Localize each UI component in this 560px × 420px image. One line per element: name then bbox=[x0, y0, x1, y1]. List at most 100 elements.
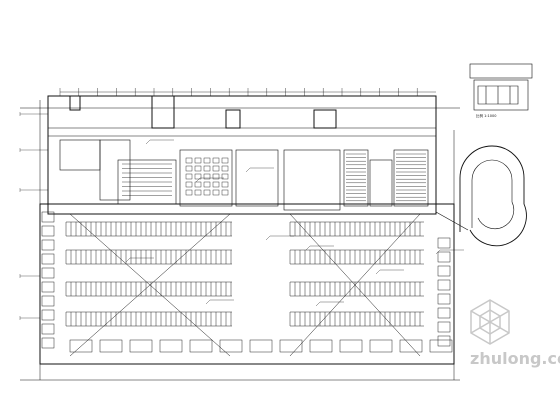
label-leader bbox=[305, 245, 311, 251]
perimeter-stall bbox=[189, 339, 213, 353]
seat-block bbox=[203, 157, 211, 164]
seat-block bbox=[212, 189, 220, 196]
seat-block bbox=[221, 189, 229, 196]
seat-block bbox=[185, 165, 193, 172]
office-block-outline bbox=[47, 95, 437, 215]
perimeter-stall bbox=[249, 339, 273, 353]
label-leader bbox=[435, 249, 441, 255]
seat-block bbox=[185, 189, 193, 196]
seat-block bbox=[212, 173, 220, 180]
watermark: zhulong.com bbox=[470, 299, 560, 368]
ramp-outer bbox=[459, 145, 527, 247]
stair-core-left bbox=[69, 95, 81, 111]
seat-block bbox=[194, 157, 202, 164]
seat-block bbox=[194, 181, 202, 188]
side-stall bbox=[41, 337, 55, 349]
label-leader bbox=[245, 167, 251, 173]
side-stall bbox=[41, 253, 55, 265]
seat-block bbox=[203, 173, 211, 180]
side-stall bbox=[41, 267, 55, 279]
top-dimension-chain bbox=[59, 88, 436, 96]
room-lab bbox=[117, 159, 177, 205]
seat-block bbox=[194, 173, 202, 180]
garage-ramp-diagonals bbox=[69, 213, 421, 357]
side-stall bbox=[41, 211, 55, 223]
side-stall bbox=[437, 265, 451, 277]
seat-block bbox=[203, 165, 211, 172]
room-left-a bbox=[59, 139, 101, 171]
parking-stalls bbox=[41, 211, 453, 353]
seat-block bbox=[185, 157, 193, 164]
scale-note: 比例 1:1000 bbox=[476, 113, 496, 118]
seat-block bbox=[185, 173, 193, 180]
room-mid bbox=[235, 149, 279, 207]
vehicle-ramp-loop bbox=[435, 145, 527, 247]
structural-frame bbox=[20, 95, 460, 381]
side-stall bbox=[437, 251, 451, 263]
perimeter-stall bbox=[129, 339, 153, 353]
diagonal-left-b bbox=[69, 213, 231, 357]
label-leader bbox=[265, 235, 271, 241]
side-stall bbox=[41, 309, 55, 321]
perimeter-stall bbox=[99, 339, 123, 353]
label-leader bbox=[125, 257, 131, 263]
seat-block bbox=[194, 189, 202, 196]
side-stall bbox=[437, 307, 451, 319]
seat-block bbox=[203, 189, 211, 196]
side-stall bbox=[41, 225, 55, 237]
room-stair-right bbox=[343, 149, 369, 207]
label-leader bbox=[375, 269, 381, 275]
label-leader bbox=[315, 301, 321, 307]
seat-block bbox=[185, 181, 193, 188]
side-stall bbox=[437, 279, 451, 291]
perimeter-stall bbox=[369, 339, 393, 353]
key-plan-sketch bbox=[477, 85, 519, 105]
seat-block bbox=[194, 165, 202, 172]
seat-block bbox=[212, 165, 220, 172]
room-left-b bbox=[99, 139, 131, 201]
perimeter-stall bbox=[399, 339, 423, 353]
label-leader bbox=[145, 139, 151, 145]
stair-treads bbox=[122, 153, 426, 202]
seat-block bbox=[212, 157, 220, 164]
watermark-site: zhulong.com bbox=[470, 349, 560, 368]
side-stall bbox=[437, 321, 451, 333]
dimension-annotations bbox=[19, 112, 464, 320]
perimeter-stall bbox=[69, 339, 93, 353]
seat-block bbox=[221, 165, 229, 172]
zhulong-logo-icon bbox=[470, 299, 510, 345]
corridor-band bbox=[48, 95, 436, 137]
hall-seating-grid bbox=[185, 157, 229, 196]
legend-frame bbox=[469, 63, 533, 79]
side-stall bbox=[41, 295, 55, 307]
seat-block bbox=[221, 181, 229, 188]
room-right-b bbox=[393, 149, 429, 207]
seat-block bbox=[212, 181, 220, 188]
perimeter-stall bbox=[339, 339, 363, 353]
diagonal-right-b bbox=[289, 213, 421, 357]
legend-box bbox=[469, 63, 533, 111]
perimeter-stall bbox=[309, 339, 333, 353]
room-open-hall bbox=[283, 149, 341, 211]
side-stall bbox=[41, 281, 55, 293]
ramp-inner bbox=[471, 159, 515, 230]
seat-block bbox=[221, 173, 229, 180]
perimeter-stall bbox=[429, 339, 453, 353]
room-right-a bbox=[369, 159, 393, 207]
ramp-connector bbox=[435, 211, 469, 231]
label-leader bbox=[195, 177, 201, 183]
core-room-b bbox=[225, 109, 241, 129]
key-plan-frame bbox=[473, 79, 529, 111]
label-leader bbox=[205, 299, 211, 305]
office-rooms bbox=[59, 139, 429, 211]
seat-block bbox=[221, 157, 229, 164]
side-stall bbox=[437, 335, 451, 347]
seat-block bbox=[203, 181, 211, 188]
side-stall bbox=[437, 237, 451, 249]
perimeter-stall bbox=[219, 339, 243, 353]
side-stall bbox=[41, 323, 55, 335]
room-seating bbox=[179, 149, 233, 207]
perimeter-stall bbox=[159, 339, 183, 353]
